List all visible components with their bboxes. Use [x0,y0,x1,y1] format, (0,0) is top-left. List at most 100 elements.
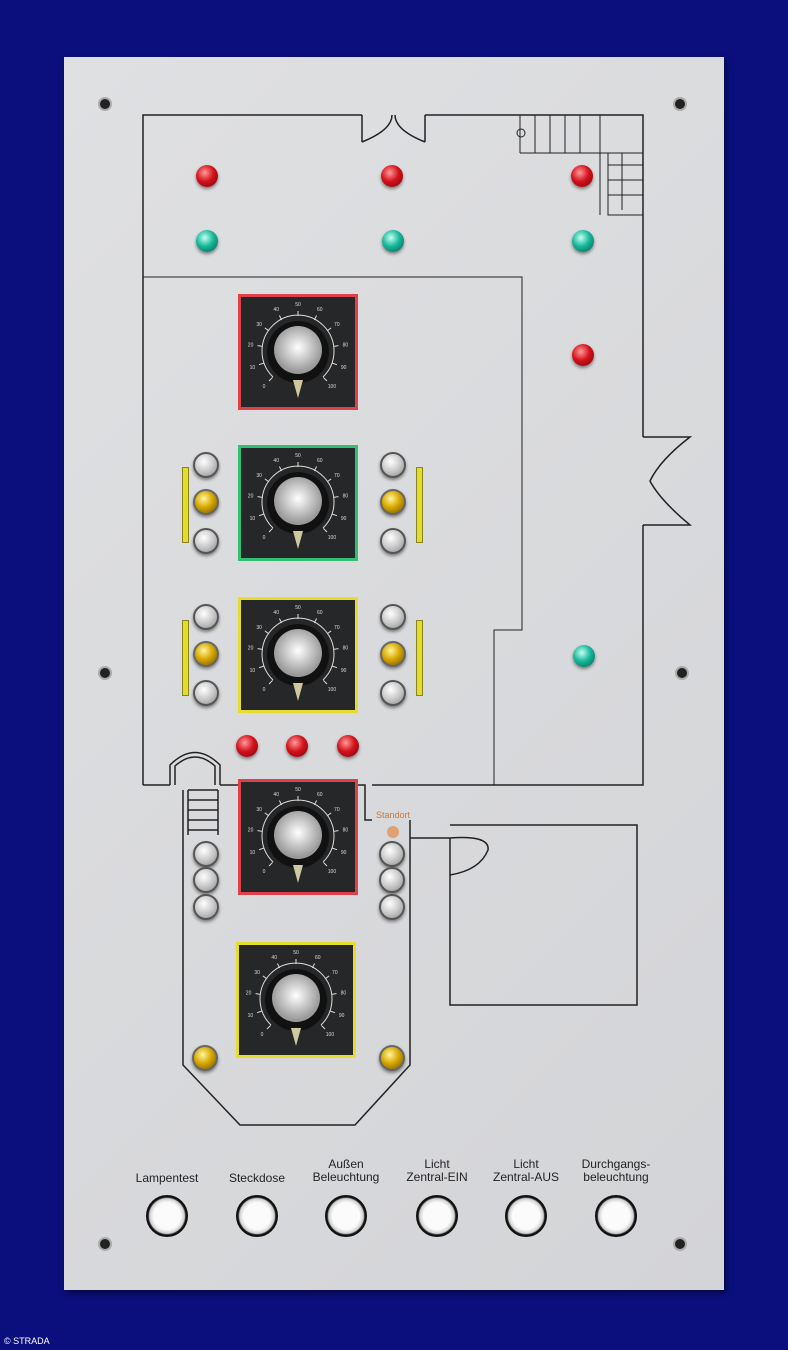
knob[interactable] [274,477,322,525]
yellow-indicator-lamp [379,1045,405,1071]
button-label: Durchgangs- beleuchtung [581,1157,651,1184]
red-indicator-lamp [286,735,308,757]
green-indicator-lamp [196,230,218,252]
dial-tick-label: 100 [326,1032,335,1038]
dial-tick-label: 30 [256,807,262,813]
white-indicator-lamp [193,452,219,478]
white-indicator-lamp [380,452,406,478]
button-label: Licht Zentral-AUS [492,1157,560,1184]
dial-tick-label: 20 [248,645,254,651]
dial-tick-label: 60 [317,458,323,464]
dial-tick-label: 70 [334,807,340,813]
dial-tick-label: 70 [332,970,338,976]
control-panel [64,57,724,1290]
dial-tick-label: 50 [295,787,301,793]
mounting-hole [675,666,689,680]
push-button-3[interactable] [325,1195,367,1237]
green-indicator-lamp [572,230,594,252]
white-indicator-lamp [380,604,406,630]
knob[interactable] [274,629,322,677]
knob[interactable] [274,811,322,859]
dial-tick-label: 10 [250,516,256,522]
dial-tick-label: 80 [343,645,349,651]
dial-tick-label: 90 [341,668,347,674]
button-label: Steckdose [228,1171,286,1185]
button-label: Lampentest [135,1171,199,1185]
dial-tick-label: 90 [341,365,347,371]
dial-tick-label: 0 [263,869,266,875]
green-indicator-lamp [382,230,404,252]
red-indicator-lamp [572,344,594,366]
dial-tick-label: 80 [343,493,349,499]
dial-tick-label: 50 [295,605,301,611]
dial-tick-label: 20 [248,342,254,348]
push-button-1[interactable] [146,1195,188,1237]
yellow-indicator-lamp [193,641,219,667]
dial-tick-label: 0 [263,687,266,693]
white-indicator-lamp [193,680,219,706]
dial-tick-label: 90 [341,516,347,522]
mounting-hole [673,97,687,111]
dial-tick-label: 50 [295,302,301,308]
dial-tick-label: 100 [328,384,337,390]
yellow-marker-bar [416,467,423,543]
white-indicator-lamp [193,604,219,630]
dial-tick-label: 100 [328,535,337,541]
white-indicator-lamp [193,528,219,554]
white-indicator-lamp [380,680,406,706]
dial-tick-label: 70 [334,322,340,328]
dial-tick-label: 70 [334,625,340,631]
dial-tick-label: 40 [271,955,277,961]
push-button-4[interactable] [416,1195,458,1237]
dial-tick-label: 90 [341,850,347,856]
dial-tick-label: 60 [317,792,323,798]
dial-tick-label: 0 [263,384,266,390]
dial-tick-label: 10 [250,850,256,856]
knob[interactable] [272,974,320,1022]
green-indicator-lamp [573,645,595,667]
white-indicator-lamp [379,867,405,893]
dial-tick-label: 20 [248,827,254,833]
dial-tick-label: 70 [334,473,340,479]
dial-tick-label: 50 [293,950,299,956]
dial-tick-label: 30 [254,970,260,976]
dial-tick-label: 20 [248,493,254,499]
dial-tick-label: 10 [250,668,256,674]
dial-tick-label: 60 [317,610,323,616]
red-indicator-lamp [196,165,218,187]
mounting-hole [98,97,112,111]
dial-tick-label: 50 [295,453,301,459]
dial-tick-label: 60 [317,307,323,313]
dial-tick-label: 0 [263,535,266,541]
push-button-6[interactable] [595,1195,637,1237]
dial-tick-label: 20 [246,990,252,996]
push-button-5[interactable] [505,1195,547,1237]
dial-tick-label: 0 [261,1032,264,1038]
dial-tick-label: 10 [250,365,256,371]
red-indicator-lamp [381,165,403,187]
mounting-hole [673,1237,687,1251]
red-indicator-lamp [236,735,258,757]
red-indicator-lamp [337,735,359,757]
button-label: Außen Beleuchtung [312,1157,380,1184]
yellow-marker-bar [182,467,189,543]
dial-tick-label: 80 [343,827,349,833]
yellow-indicator-lamp [193,489,219,515]
dial-tick-label: 30 [256,625,262,631]
button-label: Licht Zentral-EIN [406,1157,468,1184]
yellow-marker-bar [416,620,423,696]
push-button-2[interactable] [236,1195,278,1237]
dial-tick-label: 90 [339,1013,345,1019]
knob[interactable] [274,326,322,374]
white-indicator-lamp [193,841,219,867]
dial-tick-label: 100 [328,687,337,693]
